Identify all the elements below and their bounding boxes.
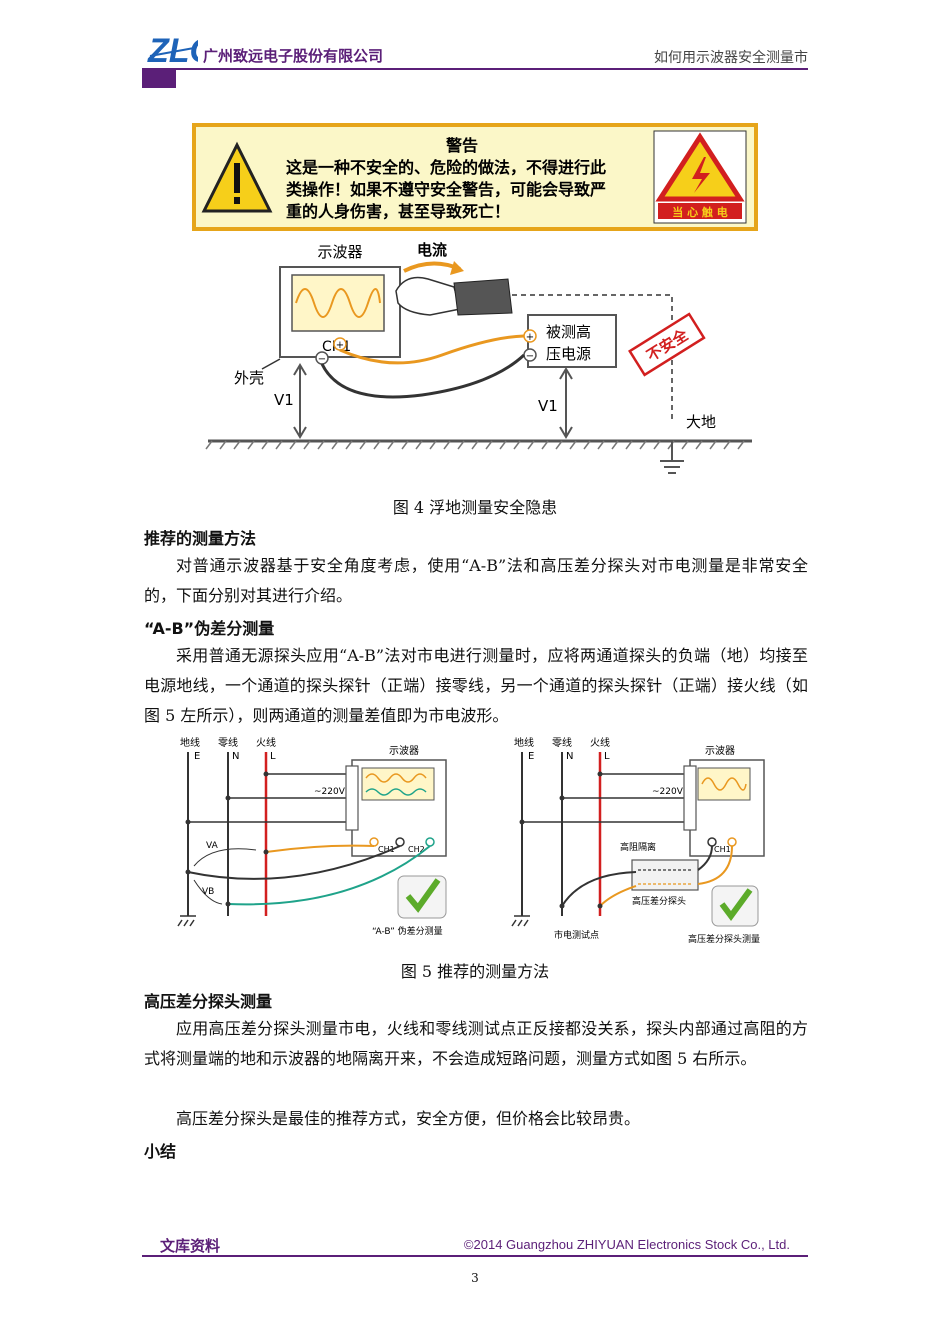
left-ch2-probe-lead: [227, 845, 431, 906]
hv-source-box: [527, 314, 617, 368]
shell-label: 外壳: [234, 369, 264, 387]
left-ground-lead: [187, 845, 401, 880]
paragraph-recommended-methods: 对普通示波器基于安全角度考虑，使用“A-B”法和高压差分探头对市电测量是非常安全…: [144, 556, 808, 605]
warning-line-2: 类操作！如果不遵守安全警告，可能会导致严: [286, 180, 606, 199]
left-n-label: N: [232, 751, 239, 762]
probe-lead-live: [599, 885, 637, 907]
footer-copyright: ©2014 Guangzhou ZHIYUAN Electronics Stoc…: [463, 1237, 790, 1252]
footer-left-label: 文库资料: [160, 1237, 221, 1255]
right-ch1-label: CH1: [714, 845, 731, 854]
unsafe-stamp: 不安全: [628, 312, 706, 377]
heading-summary: 小结: [144, 1142, 177, 1161]
paragraph-hv-probe-1: 应用高压差分探头测量市电，火线和零线测试点正反接都没关系，探头内部通过高阻的方式…: [144, 1019, 808, 1068]
right-e-label: E: [528, 751, 534, 762]
right-method-label: 高压差分探头测量: [688, 933, 760, 945]
probe-signal-lead: [339, 334, 525, 365]
warning-line-1: 这是一种不安全的、危险的做法，不得进行此: [286, 158, 606, 177]
paragraph-hv-probe-2: 高压差分探头是最佳的推荐方式，安全方便，但价格会比较昂贵。: [176, 1109, 641, 1128]
page-number: 3: [471, 1271, 479, 1285]
oscilloscope-label: 示波器: [317, 243, 362, 261]
right-live-line-label: 火线: [590, 736, 610, 749]
v1-label-right: V1: [538, 397, 558, 415]
document-title: 如何用示波器安全测量市: [654, 50, 808, 66]
hv-source-label-1: 被测高: [546, 323, 591, 341]
footer-rule: [142, 1255, 808, 1257]
va-label: VA: [206, 841, 219, 851]
right-l-label: L: [604, 751, 610, 762]
probe-lead-neutral: [561, 871, 637, 907]
zlg-logo: ZLG: [147, 32, 198, 70]
company-name: 广州致远电子股份有限公司: [203, 47, 384, 65]
figure-4-diagram: 警告 这是一种不安全的、危险的做法，不得进行此 类操作！如果不遵守安全警告，可能…: [192, 123, 758, 474]
hand-icon: [395, 276, 461, 316]
hv-probe-label: 高压差分探头: [632, 895, 686, 907]
hv-probe-box: [631, 859, 699, 891]
earth-symbol-icon: [660, 441, 684, 474]
heading-hv-differential-probe: 高压差分探头测量: [144, 992, 273, 1011]
left-voltage-label: ~220V: [314, 787, 346, 797]
header-rule: [142, 68, 808, 70]
left-earth-line-label: 地线: [180, 736, 200, 749]
left-ch1-label: CH1: [378, 845, 395, 854]
earth-label: 大地: [686, 413, 716, 431]
warning-line-3: 重的人身伤害，甚至导致死亡！: [286, 202, 510, 221]
hv-source-label-2: 压电源: [546, 345, 591, 363]
heading-recommended-methods: 推荐的测量方法: [144, 529, 257, 548]
figure-4-caption: 图 4 浮地测量安全隐患: [392, 498, 558, 517]
svg-text:+: +: [336, 340, 344, 351]
danger-sign-text: 当 心 触 电: [672, 205, 728, 219]
paragraph-ab-method: 采用普通无源探头应用“A-B”法对市电进行测量时，应将两通道探头的负端（地）均接…: [144, 646, 808, 725]
svg-text:−: −: [318, 354, 326, 365]
right-earth-line-label: 地线: [514, 736, 534, 749]
svg-text:+: +: [526, 332, 534, 343]
figure-5-diagram: 地线 零线 火线 E N L 示波器 ~220V CH1 CH2 VA VB “…: [177, 736, 765, 945]
figure-5-caption: 图 5 推荐的测量方法: [400, 962, 550, 981]
left-l-label: L: [270, 751, 276, 762]
left-ch1-probe-lead: [265, 844, 375, 853]
right-voltage-label: ~220V: [652, 787, 684, 797]
left-live-line-label: 火线: [256, 736, 276, 749]
heading-ab-pseudo-differential: “A-B”伪差分测量: [144, 619, 275, 638]
left-neutral-line-label: 零线: [218, 736, 238, 749]
warning-title: 警告: [445, 136, 478, 155]
right-n-label: N: [566, 751, 573, 762]
right-neutral-line-label: 零线: [552, 736, 572, 749]
left-scope-label: 示波器: [389, 744, 419, 757]
test-point-label: 市电测试点: [554, 929, 599, 941]
left-ch2-label: CH2: [408, 845, 425, 854]
probe-ground-lead: [320, 353, 526, 399]
current-label: 电流: [417, 241, 447, 259]
right-scope-label: 示波器: [705, 744, 735, 757]
header-accent-block: [142, 70, 176, 88]
body-leakage-path: [512, 294, 673, 423]
v1-label-left: V1: [274, 391, 294, 409]
oscilloscope-screen: [291, 274, 385, 332]
isolation-label: 高阻隔离: [620, 841, 656, 853]
svg-text:−: −: [526, 351, 534, 362]
left-e-label: E: [194, 751, 200, 762]
left-method-label: “A-B” 伪差分测量: [372, 925, 443, 937]
vb-label: VB: [202, 887, 214, 897]
